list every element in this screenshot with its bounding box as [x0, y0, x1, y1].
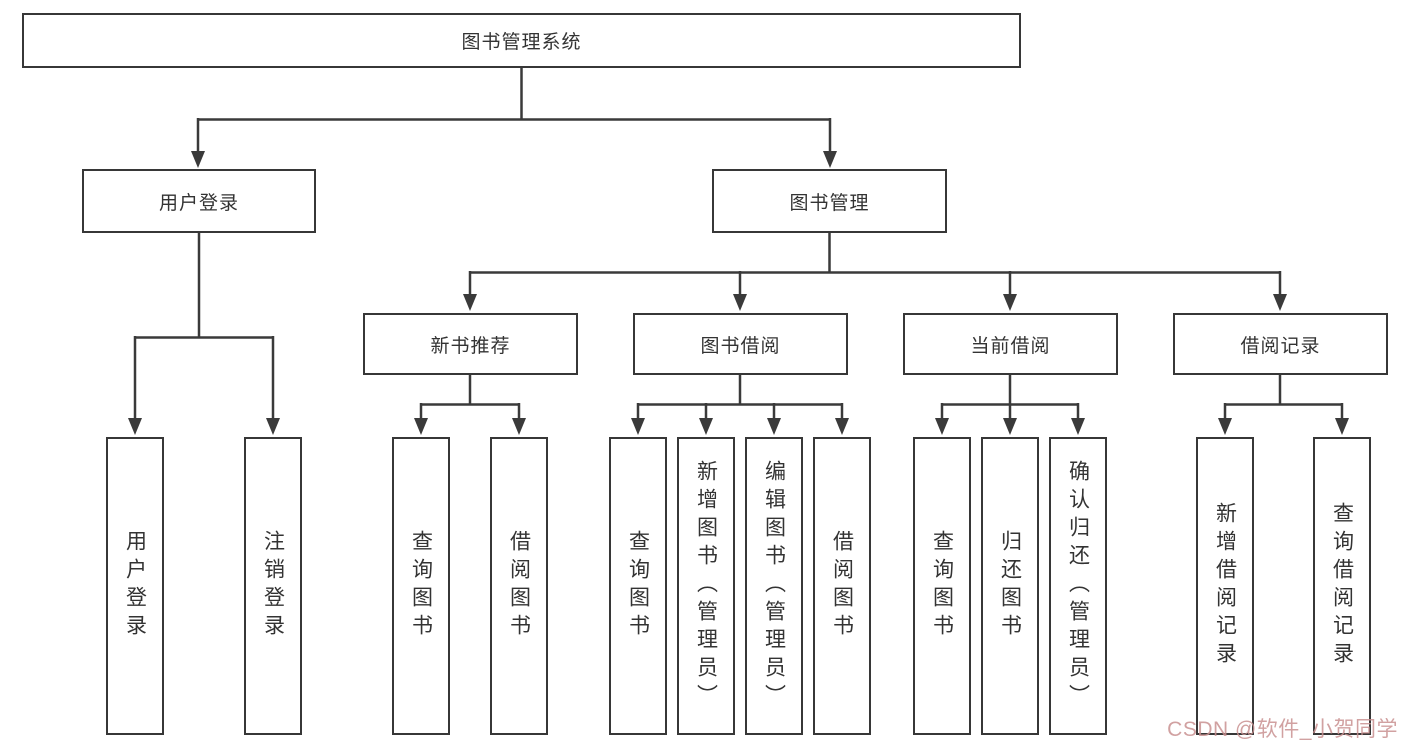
node-label: 新增借阅记录 [1213, 502, 1237, 670]
node-label: 图书借阅 [700, 335, 781, 357]
node-label: 用户登录 [158, 192, 239, 214]
node-user-login: 用户登录 [82, 169, 316, 233]
node-label: 图书管理 [789, 192, 870, 214]
leaf-edit-book-admin: 编辑图书（管理员） [745, 437, 803, 735]
connector-book-borrow [636, 375, 844, 420]
leaf-user-login: 用户登录 [106, 437, 164, 735]
leaf-add-borrow-record: 新增借阅记录 [1196, 437, 1254, 735]
node-label: 查询图书 [409, 530, 433, 642]
node-current-borrow: 当前借阅 [903, 313, 1118, 375]
leaf-query-book-borrow: 查询图书 [609, 437, 667, 735]
connector-book-management [468, 233, 1282, 297]
node-label: 编辑图书（管理员） [762, 460, 786, 712]
node-label: 当前借阅 [970, 335, 1051, 357]
leaf-borrow-book: 借阅图书 [813, 437, 871, 735]
arrowheads [128, 151, 1349, 435]
node-label: 查询图书 [626, 530, 650, 642]
node-label: 借阅记录 [1240, 335, 1321, 357]
node-label: 借阅图书 [507, 530, 531, 642]
leaf-return-book: 归还图书 [981, 437, 1039, 735]
connector-root [196, 68, 832, 154]
node-label: 查询借阅记录 [1330, 502, 1354, 670]
connector-borrow-records [1223, 375, 1344, 420]
connector-user-login [133, 233, 275, 420]
leaf-logout: 注销登录 [244, 437, 302, 735]
leaf-query-book-current: 查询图书 [913, 437, 971, 735]
node-label: 用户登录 [123, 530, 147, 642]
csdn-watermark: CSDN @软件_小贺同学 [1167, 718, 1398, 741]
leaf-add-book-admin: 新增图书（管理员） [677, 437, 735, 735]
connector-current-borrow [940, 375, 1080, 420]
leaf-query-book-recommend: 查询图书 [392, 437, 450, 735]
connector-new-book [419, 375, 521, 420]
node-book-borrow: 图书借阅 [633, 313, 848, 375]
node-label: 借阅图书 [830, 530, 854, 642]
node-label: 查询图书 [930, 530, 954, 642]
node-label: 图书管理系统 [461, 32, 582, 53]
node-label: 注销登录 [261, 530, 285, 642]
node-label: 新书推荐 [430, 335, 511, 357]
node-book-management: 图书管理 [712, 169, 947, 233]
node-borrow-records: 借阅记录 [1173, 313, 1388, 375]
leaf-borrow-book-recommend: 借阅图书 [490, 437, 548, 735]
node-label: 新增图书（管理员） [694, 460, 718, 712]
leaf-confirm-return-admin: 确认归还（管理员） [1049, 437, 1107, 735]
node-label: 确认归还（管理员） [1066, 460, 1090, 712]
node-library-system: 图书管理系统 [22, 13, 1021, 68]
leaf-query-borrow-record: 查询借阅记录 [1313, 437, 1371, 735]
node-new-book-recommend: 新书推荐 [363, 313, 578, 375]
node-label: 归还图书 [998, 530, 1022, 642]
